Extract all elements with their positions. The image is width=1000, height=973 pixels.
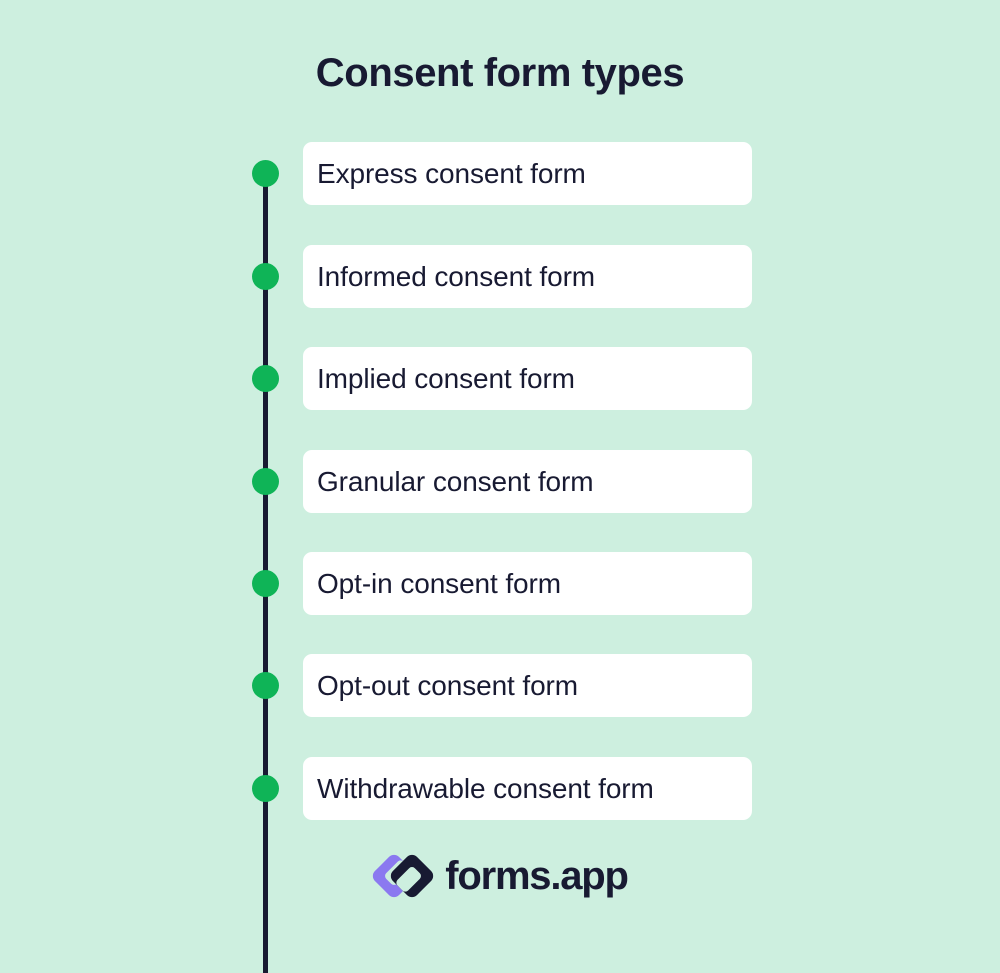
forms-app-logo-icon	[373, 854, 434, 898]
timeline-row: Express consent form	[240, 142, 770, 205]
list-item[interactable]: Opt-out consent form	[303, 654, 752, 717]
timeline-row: Informed consent form	[240, 245, 770, 308]
timeline-dot-icon	[252, 263, 279, 290]
list-item-label: Express consent form	[317, 157, 586, 189]
consent-form-types-timeline: Express consent form Informed consent fo…	[240, 130, 770, 973]
list-item[interactable]: Granular consent form	[303, 450, 752, 513]
timeline-row: Granular consent form	[240, 450, 770, 513]
timeline-row: Implied consent form	[240, 347, 770, 410]
timeline-dot-icon	[252, 468, 279, 495]
list-item-label: Opt-in consent form	[317, 567, 561, 599]
timeline-row: Opt-out consent form	[240, 654, 770, 717]
page-title: Consent form types	[315, 51, 685, 95]
timeline-dot-icon	[252, 570, 279, 597]
timeline-dot-icon	[252, 672, 279, 699]
list-item-label: Implied consent form	[317, 362, 575, 394]
timeline-dot-icon	[252, 365, 279, 392]
list-item-label: Opt-out consent form	[317, 669, 579, 701]
timeline-dot-icon	[252, 775, 279, 802]
list-item-label: Granular consent form	[317, 465, 594, 497]
timeline-dot-icon	[252, 160, 279, 187]
logo-wordmark: forms.app	[445, 854, 629, 898]
list-item[interactable]: Withdrawable consent form	[303, 757, 752, 820]
list-item[interactable]: Express consent form	[303, 142, 752, 205]
list-item[interactable]: Opt-in consent form	[303, 552, 752, 615]
infographic-canvas: Consent form types Express consent form …	[0, 51, 1000, 973]
timeline-row: Withdrawable consent form	[240, 757, 770, 820]
list-item[interactable]: Implied consent form	[303, 347, 752, 410]
timeline-row: Opt-in consent form	[240, 552, 770, 615]
list-item-label: Informed consent form	[317, 260, 596, 292]
list-item-label: Withdrawable consent form	[317, 772, 654, 804]
brand-logo: forms.app	[0, 850, 1000, 902]
list-item[interactable]: Informed consent form	[303, 245, 752, 308]
